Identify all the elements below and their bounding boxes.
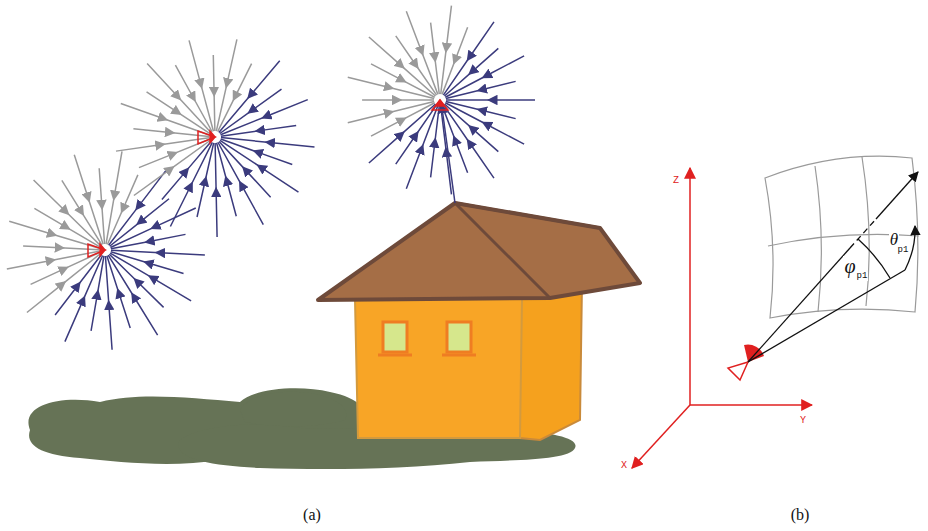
house (318, 203, 640, 440)
ray (219, 141, 271, 197)
angle-subscript: p1 (897, 246, 910, 255)
roof-ray (442, 108, 455, 203)
ray (443, 105, 494, 178)
ray (431, 106, 440, 177)
ray (121, 103, 210, 134)
ray (65, 255, 103, 341)
ray (99, 168, 104, 244)
axis-label: X (620, 461, 628, 471)
ray (111, 250, 205, 255)
ray (441, 106, 452, 194)
angle-symbol: φ (843, 256, 856, 276)
ray (105, 256, 112, 350)
camera-icons (88, 100, 448, 257)
axis-label: Z (672, 176, 680, 186)
axis-label: Y (799, 416, 807, 426)
ray (406, 106, 438, 189)
ray (446, 99, 535, 101)
ray (362, 99, 434, 101)
ray (371, 64, 435, 97)
ray (445, 103, 524, 144)
coordinate-axes (632, 168, 812, 468)
ray (446, 81, 516, 98)
ray (444, 48, 498, 96)
panel-label: (b) (790, 507, 811, 523)
ray (431, 23, 440, 94)
ray (216, 39, 237, 131)
ray (406, 11, 438, 94)
viewing-rays (748, 172, 918, 362)
ray (348, 101, 434, 122)
ray (441, 6, 452, 94)
ray (111, 234, 186, 248)
ray (217, 143, 237, 216)
ray (220, 89, 282, 133)
ray (7, 251, 99, 269)
image-patch (765, 156, 919, 318)
ray (446, 101, 516, 118)
ray (442, 27, 467, 94)
ray (369, 104, 436, 163)
ray (221, 139, 293, 164)
angle-subscript: p1 (856, 272, 869, 281)
ray (110, 208, 195, 247)
ray (213, 55, 215, 131)
ray (111, 252, 184, 274)
ray (215, 143, 217, 237)
ray (9, 221, 99, 248)
ray (147, 64, 211, 133)
ray (189, 40, 213, 131)
ray (348, 77, 434, 98)
ray (134, 141, 210, 196)
panel-label: (a) (302, 507, 322, 523)
ray (221, 125, 296, 136)
ray (218, 64, 252, 132)
ray (371, 103, 435, 136)
ray (218, 142, 263, 224)
ray (175, 65, 212, 132)
ray (108, 255, 157, 335)
ray (116, 138, 209, 151)
ray (62, 180, 102, 245)
ray (107, 175, 137, 245)
ray (34, 208, 99, 247)
ray (221, 138, 315, 147)
ray (445, 56, 524, 97)
ray (396, 36, 437, 95)
ray (170, 142, 212, 226)
ray (197, 143, 214, 217)
